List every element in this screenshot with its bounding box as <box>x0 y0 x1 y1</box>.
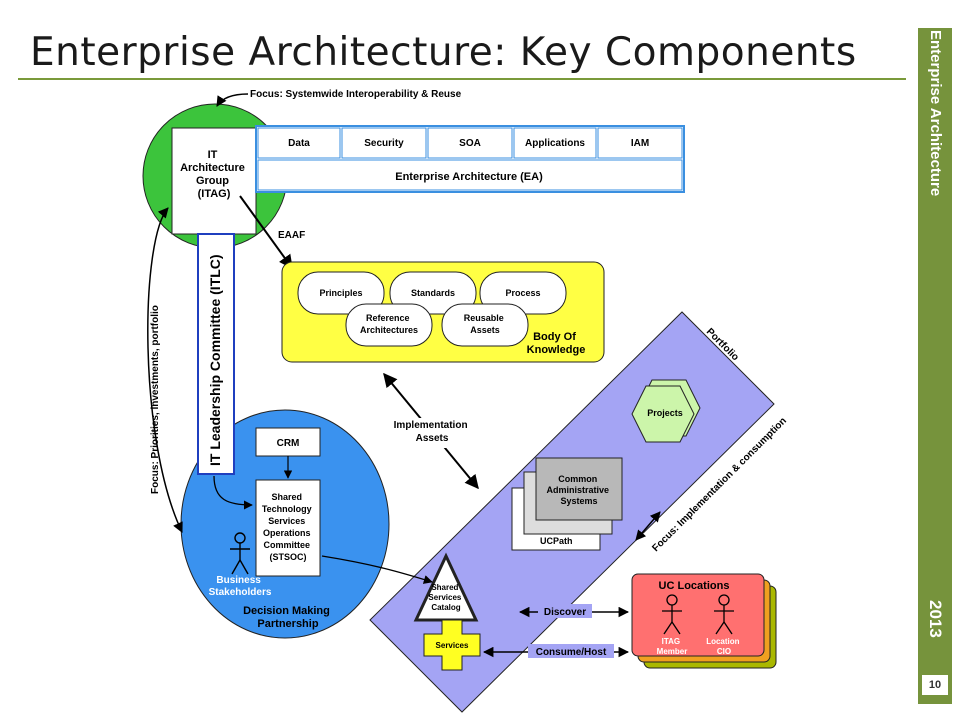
common-admin-box <box>535 457 623 521</box>
ea-tab-soa: SOA <box>459 138 481 149</box>
ea-tabs: Data Security SOA Applications IAM <box>257 127 683 159</box>
projects-label: Projects <box>647 408 683 418</box>
ea-tab-data: Data <box>288 138 310 149</box>
bok-reusable: Reusable Assets <box>464 313 507 335</box>
bok-process: Process <box>505 288 540 298</box>
impl-assets-label: Implementation Assets <box>394 420 471 444</box>
sidebar-label: Enterprise Architecture <box>927 30 944 197</box>
ea-tab-applications: Applications <box>525 138 585 149</box>
common-admin-label: Common Administrative Systems <box>546 474 611 506</box>
itlc-bar <box>197 233 235 475</box>
itag-member-label: ITAG Member <box>657 637 688 656</box>
services-label: Services <box>436 641 469 650</box>
focus-left: Focus: Priorities, investments, portfoli… <box>150 305 161 494</box>
page-title: Enterprise Architecture: Key Components <box>30 30 857 75</box>
title-divider <box>18 78 906 80</box>
bok-reference: Reference Architectures <box>360 313 418 335</box>
location-cio-person-icon <box>714 594 734 635</box>
projects-hexagons <box>631 379 701 443</box>
page-number: 10 <box>922 675 948 695</box>
business-label: Business Stakeholders <box>209 575 272 598</box>
itag-member-person-icon <box>662 594 682 635</box>
ea-label: Enterprise Architecture (EA) <box>395 171 543 183</box>
crm-label: CRM <box>277 438 300 449</box>
ea-tab-security: Security <box>364 138 404 149</box>
ssc-label: Shared Services Catalog <box>428 583 463 612</box>
crm-box <box>255 427 321 457</box>
services-cross <box>423 619 481 671</box>
bok-principles: Principles <box>319 288 362 298</box>
bok-standards: Standards <box>411 288 455 298</box>
uc-locations-label: UC Locations <box>659 580 730 592</box>
ucpath-label: UCPath <box>540 536 573 546</box>
stsoc-box <box>255 479 321 577</box>
business-person-icon <box>230 532 250 575</box>
consume-label: Consume/Host <box>536 647 607 658</box>
sidebar-year: 2013 <box>926 600 945 638</box>
location-cio-label: Location CIO <box>706 637 742 656</box>
uc-locations-box <box>631 573 765 657</box>
discover-label: Discover <box>544 607 586 618</box>
itag-box <box>171 127 257 235</box>
stsoc-text: Shared Technology Services Operations Co… <box>262 492 314 562</box>
eaaf-label: EAAF <box>278 230 305 241</box>
ea-tab-iam: IAM <box>631 138 649 149</box>
dmp-label: Decision Making Partnership <box>243 605 333 630</box>
sidebar-band <box>918 28 952 704</box>
focus-top: Focus: Systemwide Interoperability & Reu… <box>250 89 462 100</box>
itag-text: IT Architecture Group (ITAG) <box>180 149 248 200</box>
itlc-label: IT Leadership Committee (ITLC) <box>207 254 223 466</box>
bok-label: Body Of Knowledge <box>527 331 586 356</box>
